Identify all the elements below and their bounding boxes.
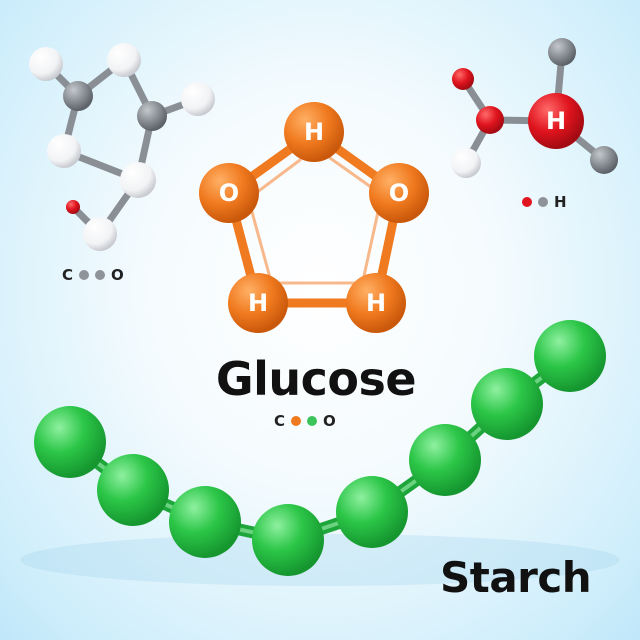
oxygen-atom [452,68,474,90]
legend-right-dot [522,197,532,207]
hydrogen-atom [29,47,63,81]
hydrogen-atom [47,134,81,168]
ring-atom: H [228,273,288,333]
carbon-atom [590,146,618,174]
legend-glucose-dot [291,416,302,426]
ring-atom-label: O [219,179,239,207]
center-atom [528,93,584,149]
oxygen-atom [476,106,504,134]
legend-left: C O [62,266,124,284]
top-left-molecule [29,43,215,251]
legend-glucose-dot [307,416,318,426]
legend-right: H [522,193,567,211]
starch-bead [34,406,106,478]
glucose-title: Glucose [215,352,417,406]
legend-left-end: O [111,266,124,284]
ring-atom-label: H [304,118,324,146]
starch-bead [471,368,543,440]
ring-atom: O [369,163,429,223]
legend-glucose: C O [274,412,336,430]
top-right-molecule: H [451,38,618,178]
hydrogen-atom [83,217,117,251]
hydrogen-atom [181,82,215,116]
hydrogen-atom [120,162,156,198]
legend-glucose-end: O [323,412,336,430]
ring-atom-label: H [248,289,268,317]
legend-left-dot [79,270,90,280]
ring-atom: H [284,102,344,162]
starch-bead [336,476,408,548]
ring-atom-label: H [366,289,386,317]
starch-bead [409,424,481,496]
ring-atom: O [199,163,259,223]
legend-right-dot [538,197,548,207]
legend-glucose-start: C [274,412,286,430]
center-atom-label: H [546,107,566,135]
ring-atom-label: O [389,179,409,207]
carbon-atom [63,81,93,111]
legend-right-end: H [554,193,567,211]
glucose-ring: H O H H O [199,102,429,333]
hydrogen-atom [107,43,141,77]
hydrogen-atom [451,148,481,178]
hydrogen-atom [548,38,576,66]
legend-left-dot [95,270,106,280]
starch-bead [252,504,324,576]
ring-atom: H [346,273,406,333]
starch-bead [534,320,606,392]
starch-bead [97,454,169,526]
carbon-atom [137,101,167,131]
starch-title: Starch [440,553,592,602]
starch-chain [20,320,620,586]
oxygen-atom [66,200,80,214]
legend-left-start: C [62,266,74,284]
starch-bead [169,486,241,558]
